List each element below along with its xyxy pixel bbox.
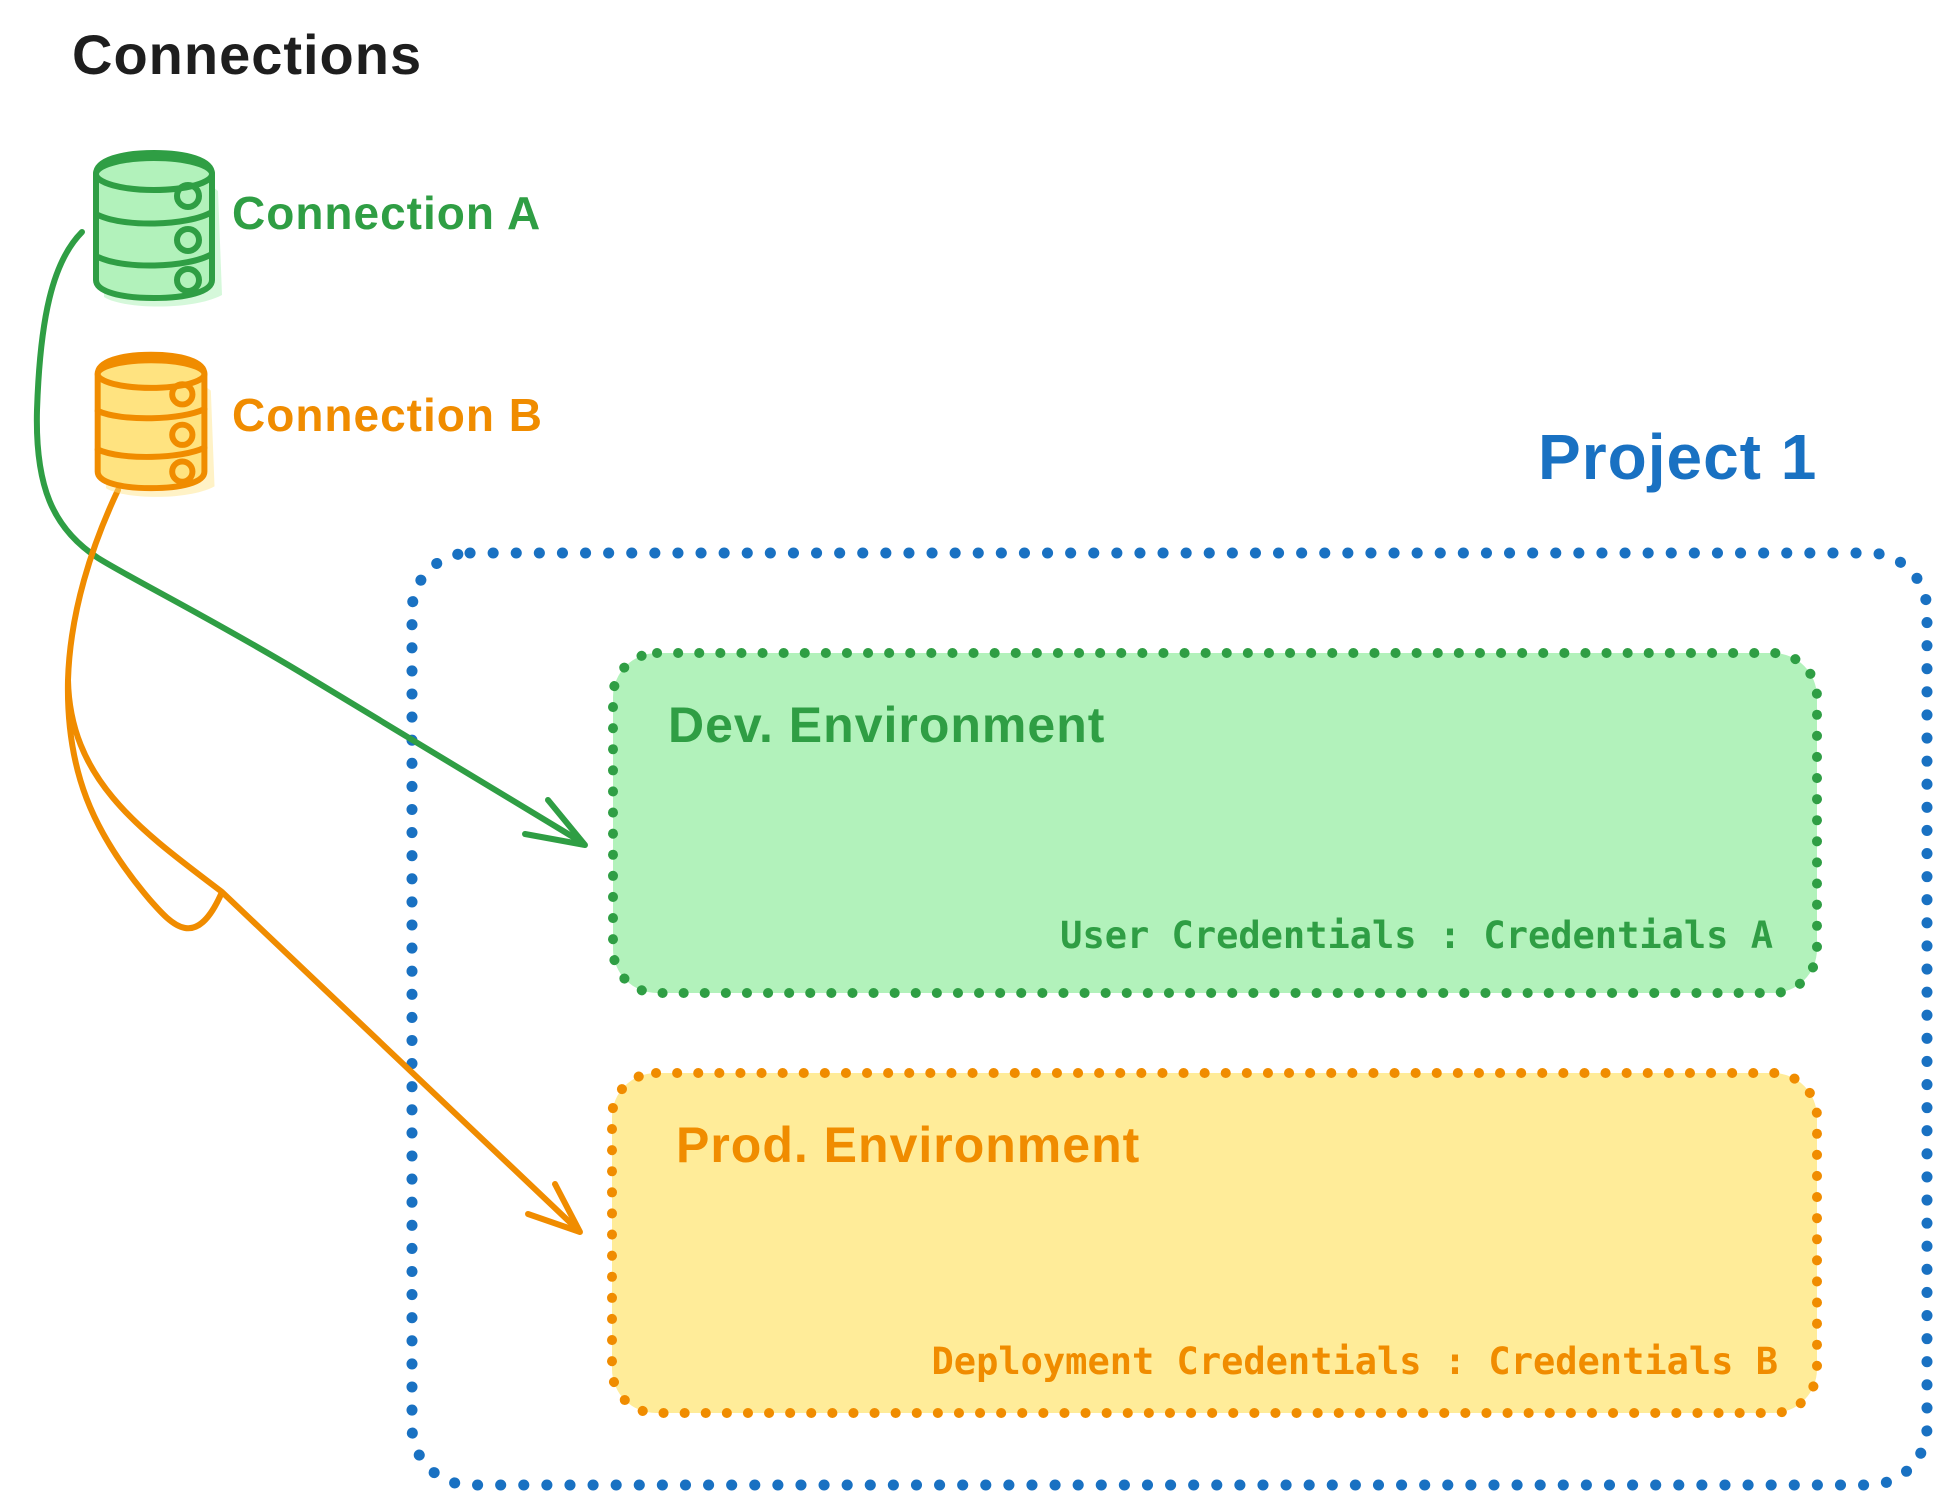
database-separator [93, 251, 215, 269]
connection-a-arrow [33, 229, 588, 848]
connection-b-arrow-line [64, 487, 581, 1233]
connection-b-arrowhead [525, 1181, 583, 1235]
dev-environment-credentials: User Credentials : Credentials A [1060, 914, 1773, 957]
connections-title: Connections [72, 23, 423, 86]
database-separator [94, 406, 208, 422]
database-led [174, 182, 202, 210]
connection-a-label: Connection A [232, 187, 542, 239]
database-separator [94, 444, 208, 460]
connection-a-arrow-line [33, 229, 586, 846]
database-icon [93, 150, 222, 307]
database-separator [93, 209, 215, 227]
database-led [174, 226, 202, 254]
connection-b-arrow [64, 487, 583, 1235]
database-icon [94, 351, 215, 497]
connection-a-arrowhead [522, 797, 588, 848]
dev-environment-title: Dev. Environment [668, 697, 1106, 753]
database-led [174, 266, 202, 294]
dev-environment-box [608, 648, 1822, 998]
database-led [169, 421, 196, 448]
prod-environment-box [607, 1068, 1822, 1418]
database-led [169, 381, 196, 408]
database-top [93, 155, 215, 193]
database-top [94, 357, 208, 391]
prod-environment-credentials: Deployment Credentials : Credentials B [931, 1340, 1778, 1383]
prod-environment-title: Prod. Environment [676, 1117, 1141, 1173]
database-led [169, 458, 196, 485]
project-boundary-box [406, 547, 1933, 1491]
connection-b-label: Connection B [232, 389, 543, 441]
project-title: Project 1 [1538, 421, 1818, 493]
